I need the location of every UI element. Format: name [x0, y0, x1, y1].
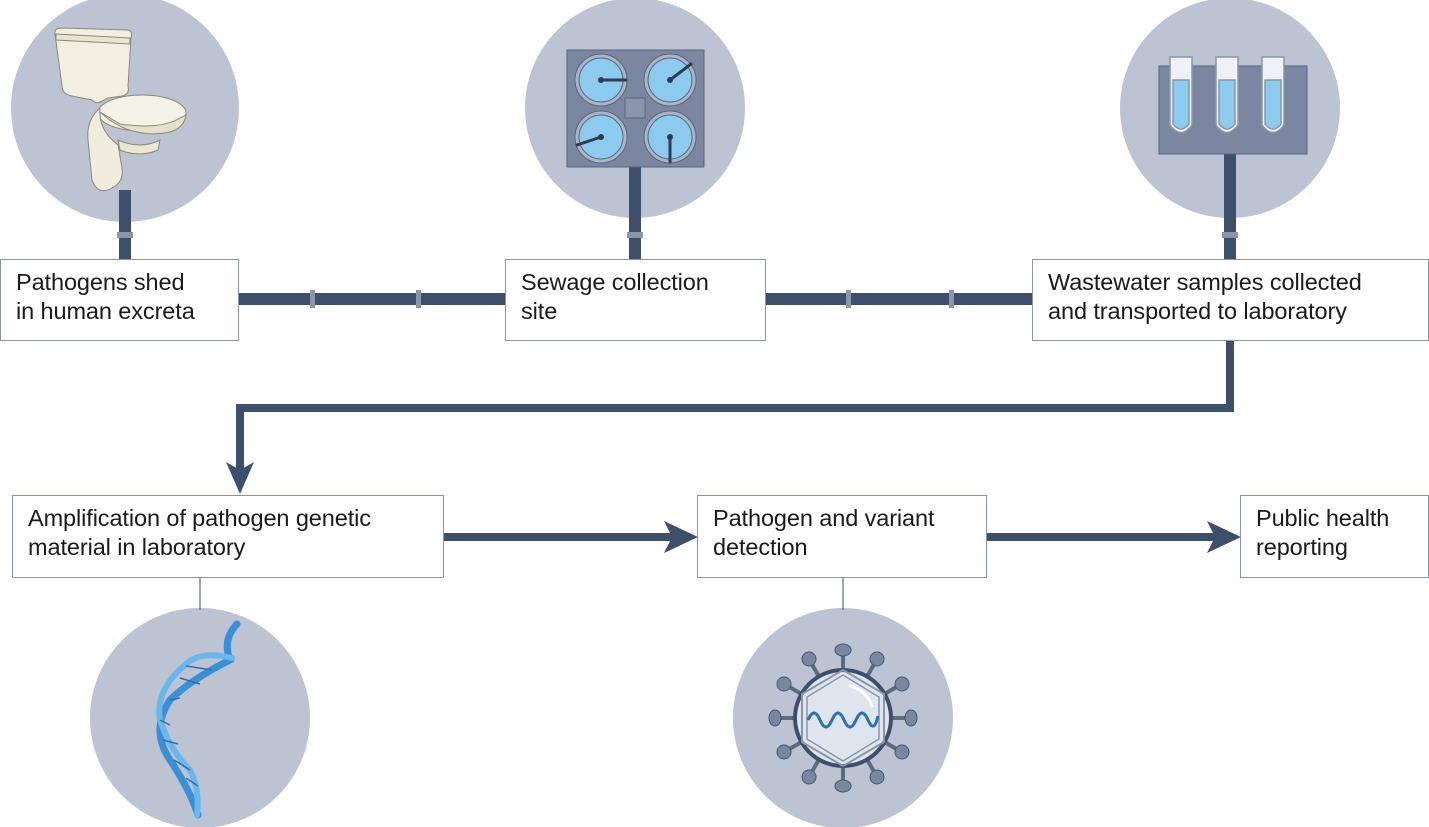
- arrow-detection-to-reporting: [986, 521, 1241, 553]
- icon-circle-amplification: [90, 608, 310, 827]
- step-box-detection: Pathogen and variant detection: [697, 495, 987, 578]
- step-box-reporting: Public health reporting: [1240, 495, 1429, 578]
- step-box-amplification: Amplification of pathogen genetic materi…: [12, 495, 444, 578]
- pipe-shed-to-sewage: [238, 290, 506, 308]
- virus-icon: [768, 643, 918, 793]
- step-sewage-line-2: site: [521, 298, 558, 324]
- step-shed-line-2: in human excreta: [16, 298, 195, 324]
- arrow-samples-to-amplification: [226, 340, 1234, 494]
- step-detection-line-1: Pathogen and variant: [713, 505, 935, 531]
- pipe-samples-vertical: [1222, 150, 1238, 260]
- toilet-icon: [54, 27, 187, 192]
- step-reporting-line-2: reporting: [1256, 534, 1348, 560]
- step-box-samples: Wastewater samples collected and transpo…: [1032, 259, 1429, 341]
- step-shed-line-1: Pathogens shed: [16, 269, 185, 295]
- step-detection-line-2: detection: [713, 534, 808, 560]
- dna-helix-icon: [156, 620, 241, 819]
- step-reporting-line-1: Public health: [1256, 505, 1390, 531]
- pipe-shed-vertical: [117, 190, 133, 260]
- step-amplification-line-1: Amplification of pathogen genetic: [28, 505, 371, 531]
- step-box-shed: Pathogens shed in human excreta: [0, 259, 239, 341]
- pipe-sewage-vertical: [627, 165, 643, 260]
- step-box-sewage: Sewage collection site: [505, 259, 766, 341]
- arrow-amplification-to-detection: [442, 521, 698, 553]
- pipe-sewage-to-samples: [765, 290, 1033, 308]
- step-samples-line-1: Wastewater samples collected: [1048, 269, 1362, 295]
- step-samples-line-2: and transported to laboratory: [1048, 298, 1347, 324]
- sewage-treatment-tanks-icon: [566, 49, 705, 168]
- test-tubes-rack-icon: [1158, 56, 1308, 155]
- step-sewage-line-1: Sewage collection: [521, 269, 709, 295]
- step-amplification-line-2: material in laboratory: [28, 534, 246, 560]
